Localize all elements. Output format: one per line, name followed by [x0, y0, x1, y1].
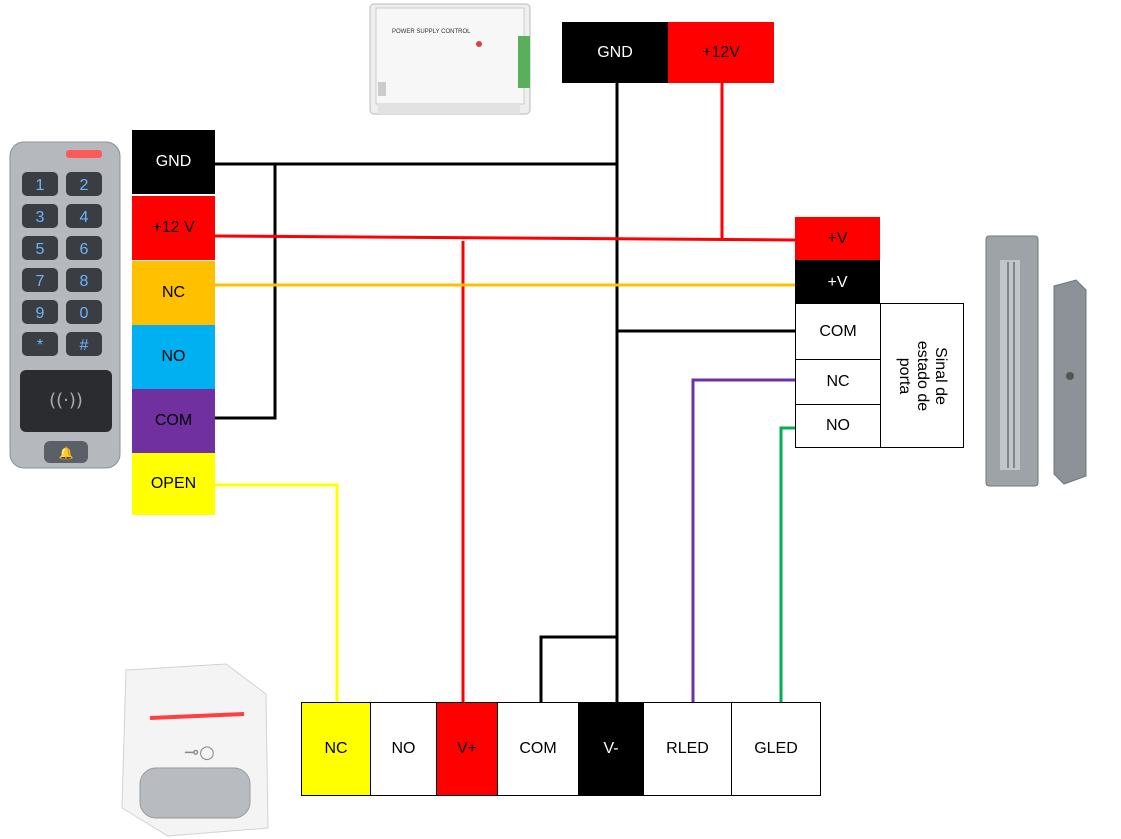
led-indicator-icon: [476, 41, 482, 47]
keypad-led-icon: [66, 150, 102, 158]
lock-vplus-red-terminal: +V: [795, 217, 880, 260]
keypad-key: [22, 300, 58, 324]
keypad-com-terminal: COM: [132, 389, 215, 453]
keypad-key: [22, 204, 58, 228]
keypad-open-terminal: OPEN: [132, 453, 215, 515]
exit-led-icon: [149, 712, 245, 720]
keypad-key-label: #: [80, 337, 89, 354]
controller-rled-terminal: RLED: [643, 702, 732, 796]
controller-gled-terminal: GLED: [731, 702, 821, 796]
wires: [214, 83, 796, 702]
wire-open: [215, 483, 339, 702]
power-supply-title: POWER SUPPLY CONTROL: [392, 29, 471, 35]
lock-com-terminal: COM: [795, 303, 881, 360]
wire-rled: [691, 378, 795, 702]
keypad-key: [66, 204, 102, 228]
keypad-key-label: 3: [36, 209, 45, 226]
lock-nc-terminal: NC: [795, 359, 881, 405]
power-supply-device: POWER SUPPLY CONTROL: [369, 3, 531, 115]
lock-no-terminal: NO: [795, 404, 881, 448]
key-icon: ⊸○: [184, 742, 215, 763]
bell-button-icon: [44, 441, 88, 463]
keypad-key-label: 7: [36, 273, 45, 290]
exit-push-button-icon: [139, 767, 251, 819]
svg-text:🔔: 🔔: [59, 446, 74, 460]
controller-vplus-terminal: V+: [436, 702, 498, 796]
keypad-key: [22, 172, 58, 196]
keypad-device: 1 2 3 4 5 6 7 8 9 0 * # ((·)) 🔔: [9, 141, 121, 469]
keypad-key: [66, 332, 102, 356]
magnetic-lock-device: [985, 235, 1087, 487]
keypad-key: [66, 172, 102, 196]
terminal-block-icon: [518, 36, 530, 88]
wire-12v-main: [214, 234, 796, 242]
keypad-key-label: 9: [36, 305, 45, 322]
keypad-key: [22, 236, 58, 260]
keypad-gnd-terminal: GND: [132, 130, 215, 194]
keypad-key-label: 1: [36, 177, 45, 194]
keypad-key: [66, 236, 102, 260]
door-status-label: Sinal de estado de porta: [896, 340, 949, 411]
keypad-key: [66, 268, 102, 292]
keypad-key: [66, 300, 102, 324]
keypad-key-label: 4: [80, 209, 89, 226]
wire-gnd-controller-com: [539, 635, 617, 702]
keypad-key-label: 8: [80, 273, 89, 290]
controller-no-terminal: NO: [370, 702, 437, 796]
keypad-key-label: 6: [80, 241, 89, 258]
keypad-key-label: 0: [80, 305, 89, 322]
supply-gnd-terminal: GND: [562, 22, 668, 83]
controller-com-terminal: COM: [497, 702, 579, 796]
lock-vplus-black-terminal: +V: [795, 260, 880, 305]
controller-nc-terminal: NC: [301, 702, 371, 796]
supply-12v-terminal: +12V: [668, 22, 774, 83]
keypad-key-label: 2: [80, 177, 89, 194]
card-reader-icon: [20, 370, 112, 432]
keypad-key-label: *: [37, 337, 43, 354]
keypad-key: [22, 332, 58, 356]
rfid-icon: ((·)): [49, 390, 83, 411]
keypad-nc-terminal: NC: [132, 261, 215, 325]
keypad-key-label: 5: [36, 241, 45, 258]
door-status-label-box: Sinal de estado de porta: [880, 303, 964, 448]
keypad-no-terminal: NO: [132, 325, 215, 389]
keypad-keys: 1 2 3 4 5 6 7 8 9 0 * #: [22, 172, 102, 356]
controller-vminus-terminal: V-: [578, 702, 644, 796]
exit-button-device: ⊸○: [121, 663, 269, 837]
keypad-12v-terminal: +12 V: [132, 196, 215, 260]
wire-gnd-com-loop: [215, 164, 277, 420]
keypad-key: [22, 268, 58, 292]
wire-gled: [779, 426, 795, 702]
